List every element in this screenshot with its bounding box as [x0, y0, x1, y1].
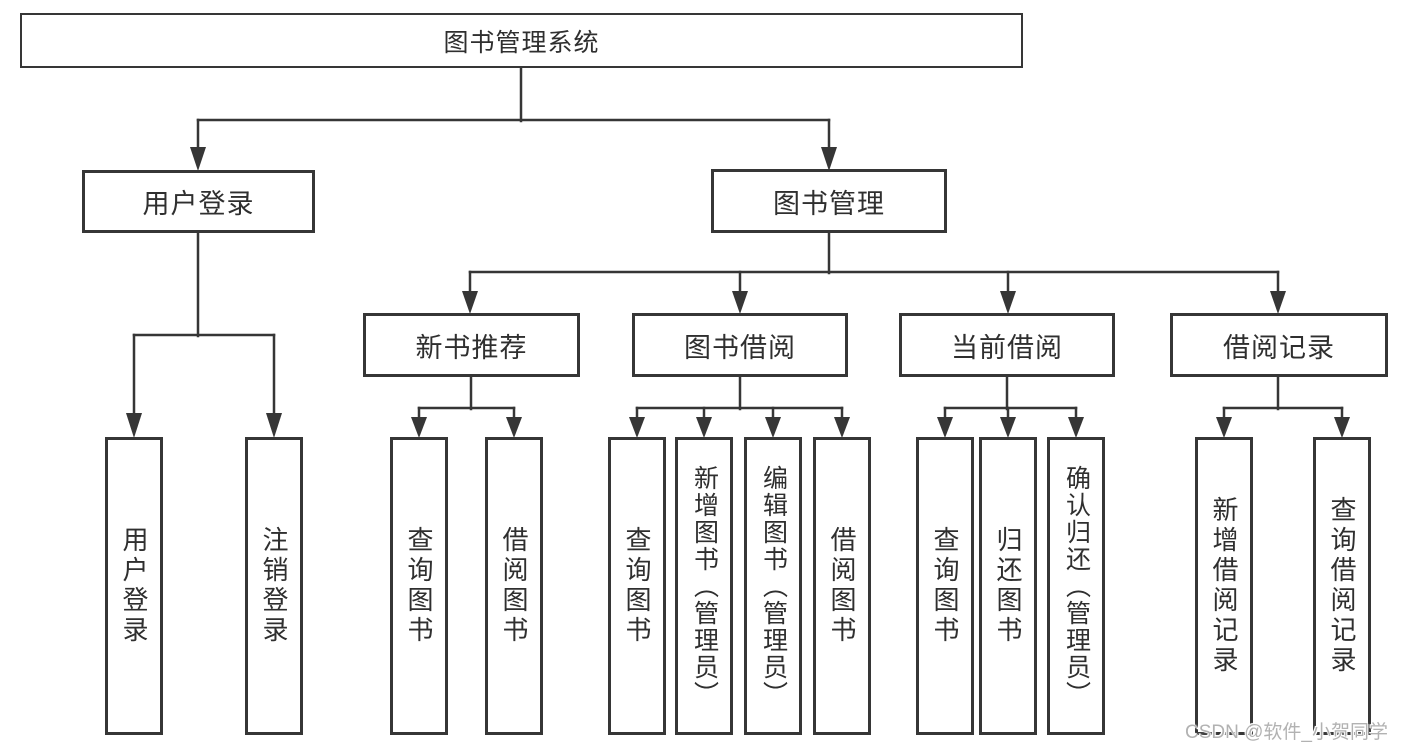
node-leaf-logout: 注销登录	[245, 437, 303, 735]
node-leaf-add-books-admin-label: 新增图书（管理员）	[690, 464, 719, 708]
connector-user-login-to-leaves	[126, 231, 282, 438]
node-leaf-return-books-label: 归还图书	[993, 526, 1023, 646]
node-leaf-return-books: 归还图书	[979, 437, 1037, 735]
node-book-borrow-label: 图书借阅	[684, 332, 796, 363]
node-leaf-user-login-label: 用户登录	[119, 526, 149, 646]
node-leaf-confirm-return-admin-label: 确认归还（管理员）	[1062, 464, 1091, 708]
node-new-book-recommend-label: 新书推荐	[415, 332, 528, 363]
node-leaf-user-login: 用户登录	[105, 437, 163, 735]
node-root-label: 图书管理系统	[443, 28, 600, 57]
node-leaf-logout-label: 注销登录	[259, 526, 289, 646]
node-book-borrow: 图书借阅	[632, 313, 848, 377]
node-leaf-query-books-borrow-label: 查询图书	[622, 526, 652, 646]
node-leaf-add-borrow-record: 新增借阅记录	[1195, 437, 1253, 735]
node-leaf-query-books-current-label: 查询图书	[930, 526, 960, 646]
node-user-login: 用户登录	[82, 170, 315, 233]
node-leaf-query-books-current: 查询图书	[916, 437, 974, 735]
node-leaf-borrow-books: 借阅图书	[813, 437, 871, 735]
node-book-management: 图书管理	[711, 169, 947, 233]
node-leaf-query-borrow-record: 查询借阅记录	[1313, 437, 1371, 735]
node-leaf-edit-books-admin: 编辑图书（管理员）	[744, 437, 802, 735]
node-leaf-confirm-return-admin: 确认归还（管理员）	[1047, 437, 1105, 735]
node-root: 图书管理系统	[20, 13, 1023, 68]
connector-root-to-level1	[190, 66, 837, 171]
connector-new-book-recommend-to-leaves	[411, 375, 522, 438]
node-current-borrow-label: 当前借阅	[951, 332, 1063, 363]
node-leaf-borrow-books-recommend-label: 借阅图书	[499, 526, 529, 646]
connector-current-borrow-to-leaves	[937, 375, 1084, 438]
node-leaf-add-borrow-record-label: 新增借阅记录	[1209, 496, 1239, 676]
node-leaf-add-books-admin: 新增图书（管理员）	[675, 437, 733, 735]
node-current-borrow: 当前借阅	[899, 313, 1115, 377]
node-leaf-query-books-recommend: 查询图书	[390, 437, 448, 735]
connector-borrow-records-to-leaves	[1216, 375, 1350, 438]
connector-book-management-to-level2	[462, 231, 1286, 314]
node-leaf-edit-books-admin-label: 编辑图书（管理员）	[759, 464, 788, 708]
node-leaf-borrow-books-label: 借阅图书	[827, 526, 857, 646]
node-borrow-records-label: 借阅记录	[1223, 332, 1335, 363]
node-leaf-query-borrow-record-label: 查询借阅记录	[1327, 496, 1357, 676]
node-borrow-records: 借阅记录	[1170, 313, 1388, 377]
node-new-book-recommend: 新书推荐	[363, 313, 580, 377]
node-leaf-query-books-recommend-label: 查询图书	[404, 526, 434, 646]
node-leaf-query-books-borrow: 查询图书	[608, 437, 666, 735]
connector-book-borrow-to-leaves	[629, 375, 850, 438]
node-leaf-borrow-books-recommend: 借阅图书	[485, 437, 543, 735]
node-user-login-label: 用户登录	[142, 189, 255, 219]
watermark: CSDN @软件_小贺同学	[1185, 722, 1388, 743]
node-book-management-label: 图书管理	[773, 188, 885, 219]
